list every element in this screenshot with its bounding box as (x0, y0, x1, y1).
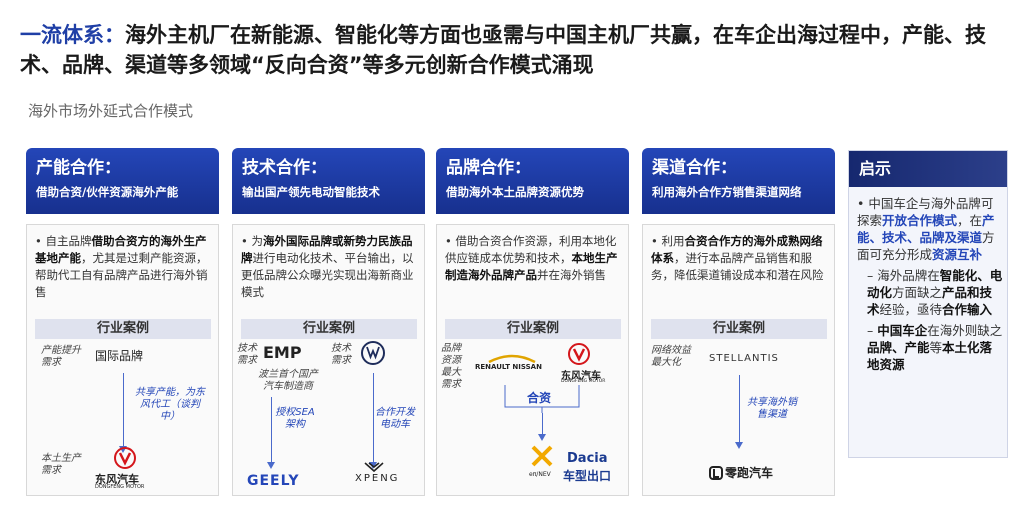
case-label: 行业案例 (445, 319, 621, 339)
need-label: 网络效益最大化 (651, 345, 691, 368)
column-body: • 自主品牌借助合资方的海外生产基地产能，尤其是过剩产能资源，帮助代工自有品牌产… (26, 224, 219, 496)
case-note: 授权SEA架构 (275, 407, 315, 430)
insight-panel: 启示 • 中国车企与海外品牌可探索开放合作模式，在产能、技术、品牌及渠道方面可充… (848, 150, 1008, 458)
column-channel: 渠道合作： 利用海外合作方销售渠道网络 • 利用合资合作方的海外成熟网络体系，进… (642, 148, 835, 496)
column-description: • 自主品牌借助合资方的海外生产基地产能，尤其是过剩产能资源，帮助代工自有品牌产… (35, 234, 208, 299)
geely-logo: GEELY (247, 473, 300, 489)
insight-title: 启示 (849, 151, 1007, 187)
insight-point: – 海外品牌在智能化、电动化方面缺之产品和技术经验，亟待合作输入 (867, 268, 1003, 317)
case-note: 共享产能，为东风代工（谈判中） (135, 387, 205, 422)
leapmotor-logo: 零跑汽车 (725, 466, 774, 480)
title-tag: 一流体系： (20, 23, 125, 47)
epi-logo-icon (529, 443, 555, 473)
case-note: 共享海外销售渠道 (747, 397, 797, 420)
column-header: 渠道合作： 利用海外合作方销售渠道网络 (642, 148, 835, 214)
epi-logo: eπ/NEV (529, 471, 551, 478)
emp-logo: EMP (263, 343, 302, 362)
volkswagen-logo-icon (361, 341, 385, 369)
column-capacity: 产能合作： 借助合资/伙伴资源海外产能 • 自主品牌借助合资方的海外生产基地产能… (26, 148, 219, 496)
insight-list: • 中国车企与海外品牌可探索开放合作模式，在产能、技术、品牌及渠道方面可充分形成… (857, 195, 1003, 377)
need-label: 品牌资源最大需求 (441, 343, 461, 390)
case-note: 波兰首个国产汽车制造商 (258, 369, 318, 392)
merge-lines (504, 385, 580, 413)
dacia-logo: Dacia (567, 451, 608, 466)
renault-nissan-logo: RENAULT NISSAN (475, 363, 542, 371)
column-title: 渠道合作： (652, 158, 737, 178)
column-header: 技术合作： 输出国产领先电动智能技术 (232, 148, 425, 214)
leapmotor-logo-icon (709, 465, 723, 484)
need-label: 本土生产需求 (41, 453, 81, 476)
need-label: 技术需求 (237, 343, 257, 366)
dongfeng-logo-sub: DONGFENG MOTOR (95, 484, 145, 490)
dongfeng-logo-sub: DONGFENG MOTOR (561, 379, 606, 384)
jv-label: 合资 (527, 391, 552, 405)
column-description: • 为海外国际品牌或新势力民族品牌进行电动化技术、平台输出，以更低品牌公众曝光实… (241, 234, 414, 299)
page-subtitle: 海外市场外延式合作模式 (28, 102, 194, 120)
column-body: • 借助合资合作资源，利用本地化供应链成本优势和技术，本地生产制造海外品牌产品并… (436, 224, 629, 496)
xpeng-logo: XPENG (355, 473, 400, 484)
case-label: 行业案例 (35, 319, 211, 339)
column-subtitle: 输出国产领先电动智能技术 (242, 185, 380, 199)
column-description: • 借助合资合作资源，利用本地化供应链成本优势和技术，本地生产制造海外品牌产品并… (445, 234, 618, 282)
dongfeng-logo-text: 东风汽车 (95, 473, 139, 486)
flow-arrow (119, 373, 127, 453)
column-title: 品牌合作： (446, 158, 531, 178)
column-technology: 技术合作： 输出国产领先电动智能技术 • 为海外国际品牌或新势力民族品牌进行电动… (232, 148, 425, 496)
stellantis-logo: STELLANTIS (709, 353, 779, 364)
column-body: • 利用合资合作方的海外成熟网络体系，进行本品牌产品销售和服务，降低渠道铺设成本… (642, 224, 835, 496)
flow-arrow (538, 413, 546, 441)
export-label: 车型出口 (563, 469, 612, 483)
column-subtitle: 借助海外本土品牌资源优势 (446, 185, 584, 199)
title-text: 海外主机厂在新能源、智能化等方面也亟需与中国主机厂共赢，在车企出海过程中，产能、… (20, 23, 986, 77)
dongfeng-logo-text: 东风汽车 (561, 371, 601, 382)
insight-point: • 中国车企与海外品牌可探索开放合作模式，在产能、技术、品牌及渠道方面可充分形成… (857, 196, 995, 262)
column-description: • 利用合资合作方的海外成熟网络体系，进行本品牌产品销售和服务，降低渠道铺设成本… (651, 234, 824, 282)
dongfeng-logo-icon (567, 343, 591, 369)
page-title: 一流体系：海外主机厂在新能源、智能化等方面也亟需与中国主机厂共赢，在车企出海过程… (20, 20, 1010, 80)
renault-nissan-logo-icon (487, 349, 537, 368)
case-note: 合作开发电动车 (375, 407, 415, 430)
column-title: 产能合作： (36, 158, 121, 178)
brand-label: 国际品牌 (95, 349, 144, 363)
column-title: 技术合作： (242, 158, 327, 178)
case-label: 行业案例 (651, 319, 827, 339)
case-label: 行业案例 (241, 319, 417, 339)
xpeng-logo-icon (363, 459, 385, 478)
column-header: 品牌合作： 借助海外本土品牌资源优势 (436, 148, 629, 214)
column-subtitle: 借助合资/伙伴资源海外产能 (36, 185, 179, 199)
insight-point: – 中国车企在海外则缺之品牌、产能等本土化落地资源 (867, 323, 1003, 372)
flow-arrow (735, 375, 743, 449)
column-subtitle: 利用海外合作方销售渠道网络 (652, 185, 802, 199)
need-label: 技术需求 (331, 343, 351, 366)
column-header: 产能合作： 借助合资/伙伴资源海外产能 (26, 148, 219, 214)
need-label: 产能提升需求 (41, 345, 81, 368)
dongfeng-logo-icon (113, 447, 137, 473)
column-body: • 为海外国际品牌或新势力民族品牌进行电动化技术、平台输出，以更低品牌公众曝光实… (232, 224, 425, 496)
flow-arrow (267, 397, 275, 469)
column-brand: 品牌合作： 借助海外本土品牌资源优势 • 借助合资合作资源，利用本地化供应链成本… (436, 148, 629, 496)
